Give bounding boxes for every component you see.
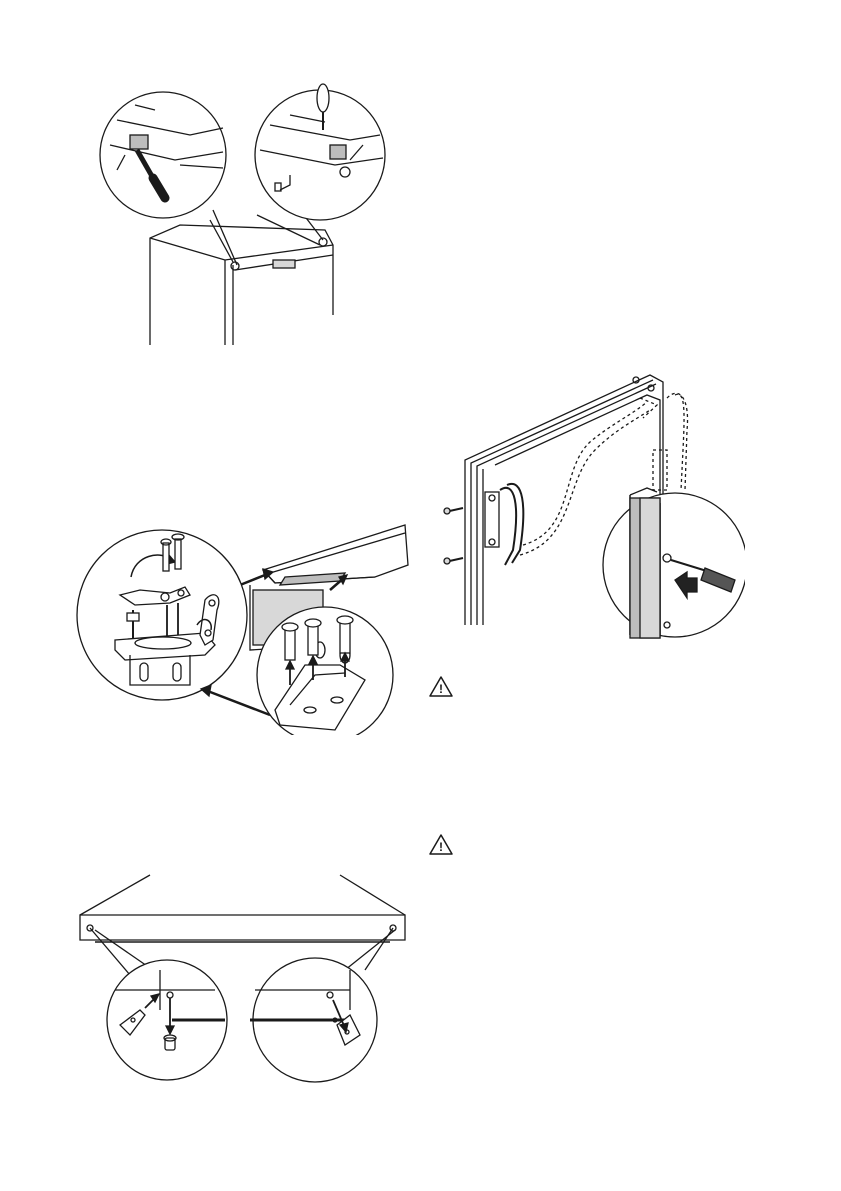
refrigerator-top-hinge-illustration: [95, 80, 400, 350]
door-bottom-pin-illustration: [75, 870, 415, 1085]
warning-triangle-icon: !: [428, 833, 454, 857]
top-hinge-figure: [95, 80, 400, 350]
bottom-door-figure: [75, 870, 415, 1085]
svg-text:!: !: [439, 682, 443, 696]
hinge-bracket-figure: [75, 515, 415, 735]
hinge-bracket-assembly-illustration: [75, 515, 415, 735]
door-handle-figure: [435, 370, 745, 640]
svg-text:!: !: [439, 840, 443, 854]
door-handle-relocation-illustration: [435, 370, 745, 640]
warning-triangle-icon: !: [428, 675, 454, 699]
